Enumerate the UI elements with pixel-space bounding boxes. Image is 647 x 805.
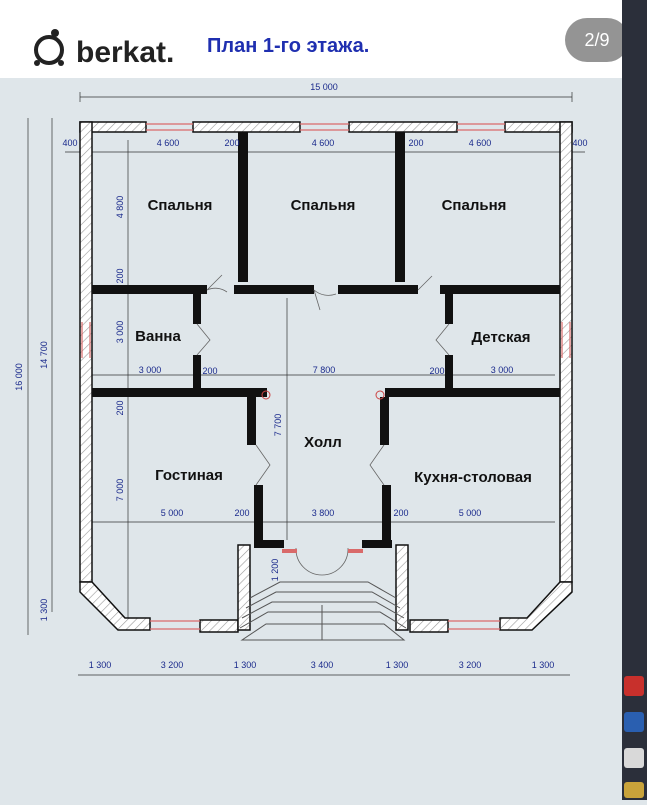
dim-top-1: 4 600	[157, 138, 180, 148]
dim-left-bay: 1 300	[39, 599, 49, 622]
entrance-door-left	[282, 549, 297, 553]
side-dock	[622, 0, 647, 800]
dim-bottom-5: 3 200	[459, 660, 482, 670]
room-label-bedroom-1: Спальня	[148, 197, 213, 214]
dim-mid-0: 3 000	[139, 365, 162, 375]
dim-bottom-6: 1 300	[532, 660, 555, 670]
entrance-door-right	[348, 549, 363, 553]
dim-bottom-2: 1 300	[234, 660, 257, 670]
dim-mid-2: 7 800	[313, 365, 336, 375]
dim-mid-3: 200	[429, 366, 444, 376]
room-label-living: Гостиная	[155, 467, 223, 484]
room-label-bedroom-3: Спальня	[442, 197, 507, 214]
room-label-bedroom-2: Спальня	[291, 197, 356, 214]
dim-low-3: 200	[393, 508, 408, 518]
dim-low-2: 3 800	[312, 508, 335, 518]
room-label-kitchen: Кухня-столовая	[414, 469, 532, 486]
dim-bottom-4: 1 300	[386, 660, 409, 670]
room-label-hall: Холл	[304, 434, 342, 451]
porch-steps	[239, 581, 407, 641]
dim-low-1: 200	[234, 508, 249, 518]
room-label-bath: Ванна	[135, 328, 181, 345]
dim-left-inner: 14 700	[39, 341, 49, 369]
dim-left-bath: 3 000	[115, 321, 125, 344]
windows	[81, 123, 571, 630]
dim-left-bedroom: 4 800	[115, 196, 125, 219]
doors	[196, 274, 450, 576]
dim-top-5: 4 600	[469, 138, 492, 148]
dim-hall-depth: 7 700	[273, 414, 283, 437]
dim-bottom-1: 3 200	[161, 660, 184, 670]
dim-top-0: 400	[62, 138, 77, 148]
interior-walls	[92, 132, 560, 548]
dim-bottom-3: 3 400	[311, 660, 334, 670]
dim-top-2: 200	[224, 138, 239, 148]
dim-top-3: 4 600	[312, 138, 335, 148]
dim-porch-depth: 1 200	[270, 559, 280, 582]
dim-bottom-0: 1 300	[89, 660, 112, 670]
brand-name: berkat.	[76, 36, 174, 69]
dim-left-gap1: 200	[115, 268, 125, 283]
dim-left-gap2: 200	[115, 400, 125, 415]
header-band	[0, 0, 622, 78]
dim-mid-4: 3 000	[491, 365, 514, 375]
brand-logo: berkat.	[34, 29, 174, 69]
room-label-kids: Детская	[471, 329, 530, 346]
dim-total-width: 15 000	[310, 82, 338, 92]
app-icon[interactable]	[624, 782, 644, 798]
app-icon[interactable]	[624, 676, 644, 696]
dim-top-4: 200	[408, 138, 423, 148]
exterior-walls	[79, 121, 573, 633]
dim-left-living: 7 000	[115, 479, 125, 502]
app-icon[interactable]	[624, 712, 644, 732]
dim-low-4: 5 000	[459, 508, 482, 518]
dim-left-outer: 16 000	[14, 363, 24, 391]
dimension-lines	[27, 92, 585, 676]
column-right	[375, 390, 385, 400]
page-counter[interactable]: 2/9	[565, 18, 629, 62]
dim-mid-1: 200	[202, 366, 217, 376]
app-icon[interactable]	[624, 748, 644, 768]
column-left	[261, 390, 271, 400]
dim-top-6: 400	[572, 138, 587, 148]
dim-low-0: 5 000	[161, 508, 184, 518]
page-title: План 1-го этажа.	[207, 35, 369, 57]
